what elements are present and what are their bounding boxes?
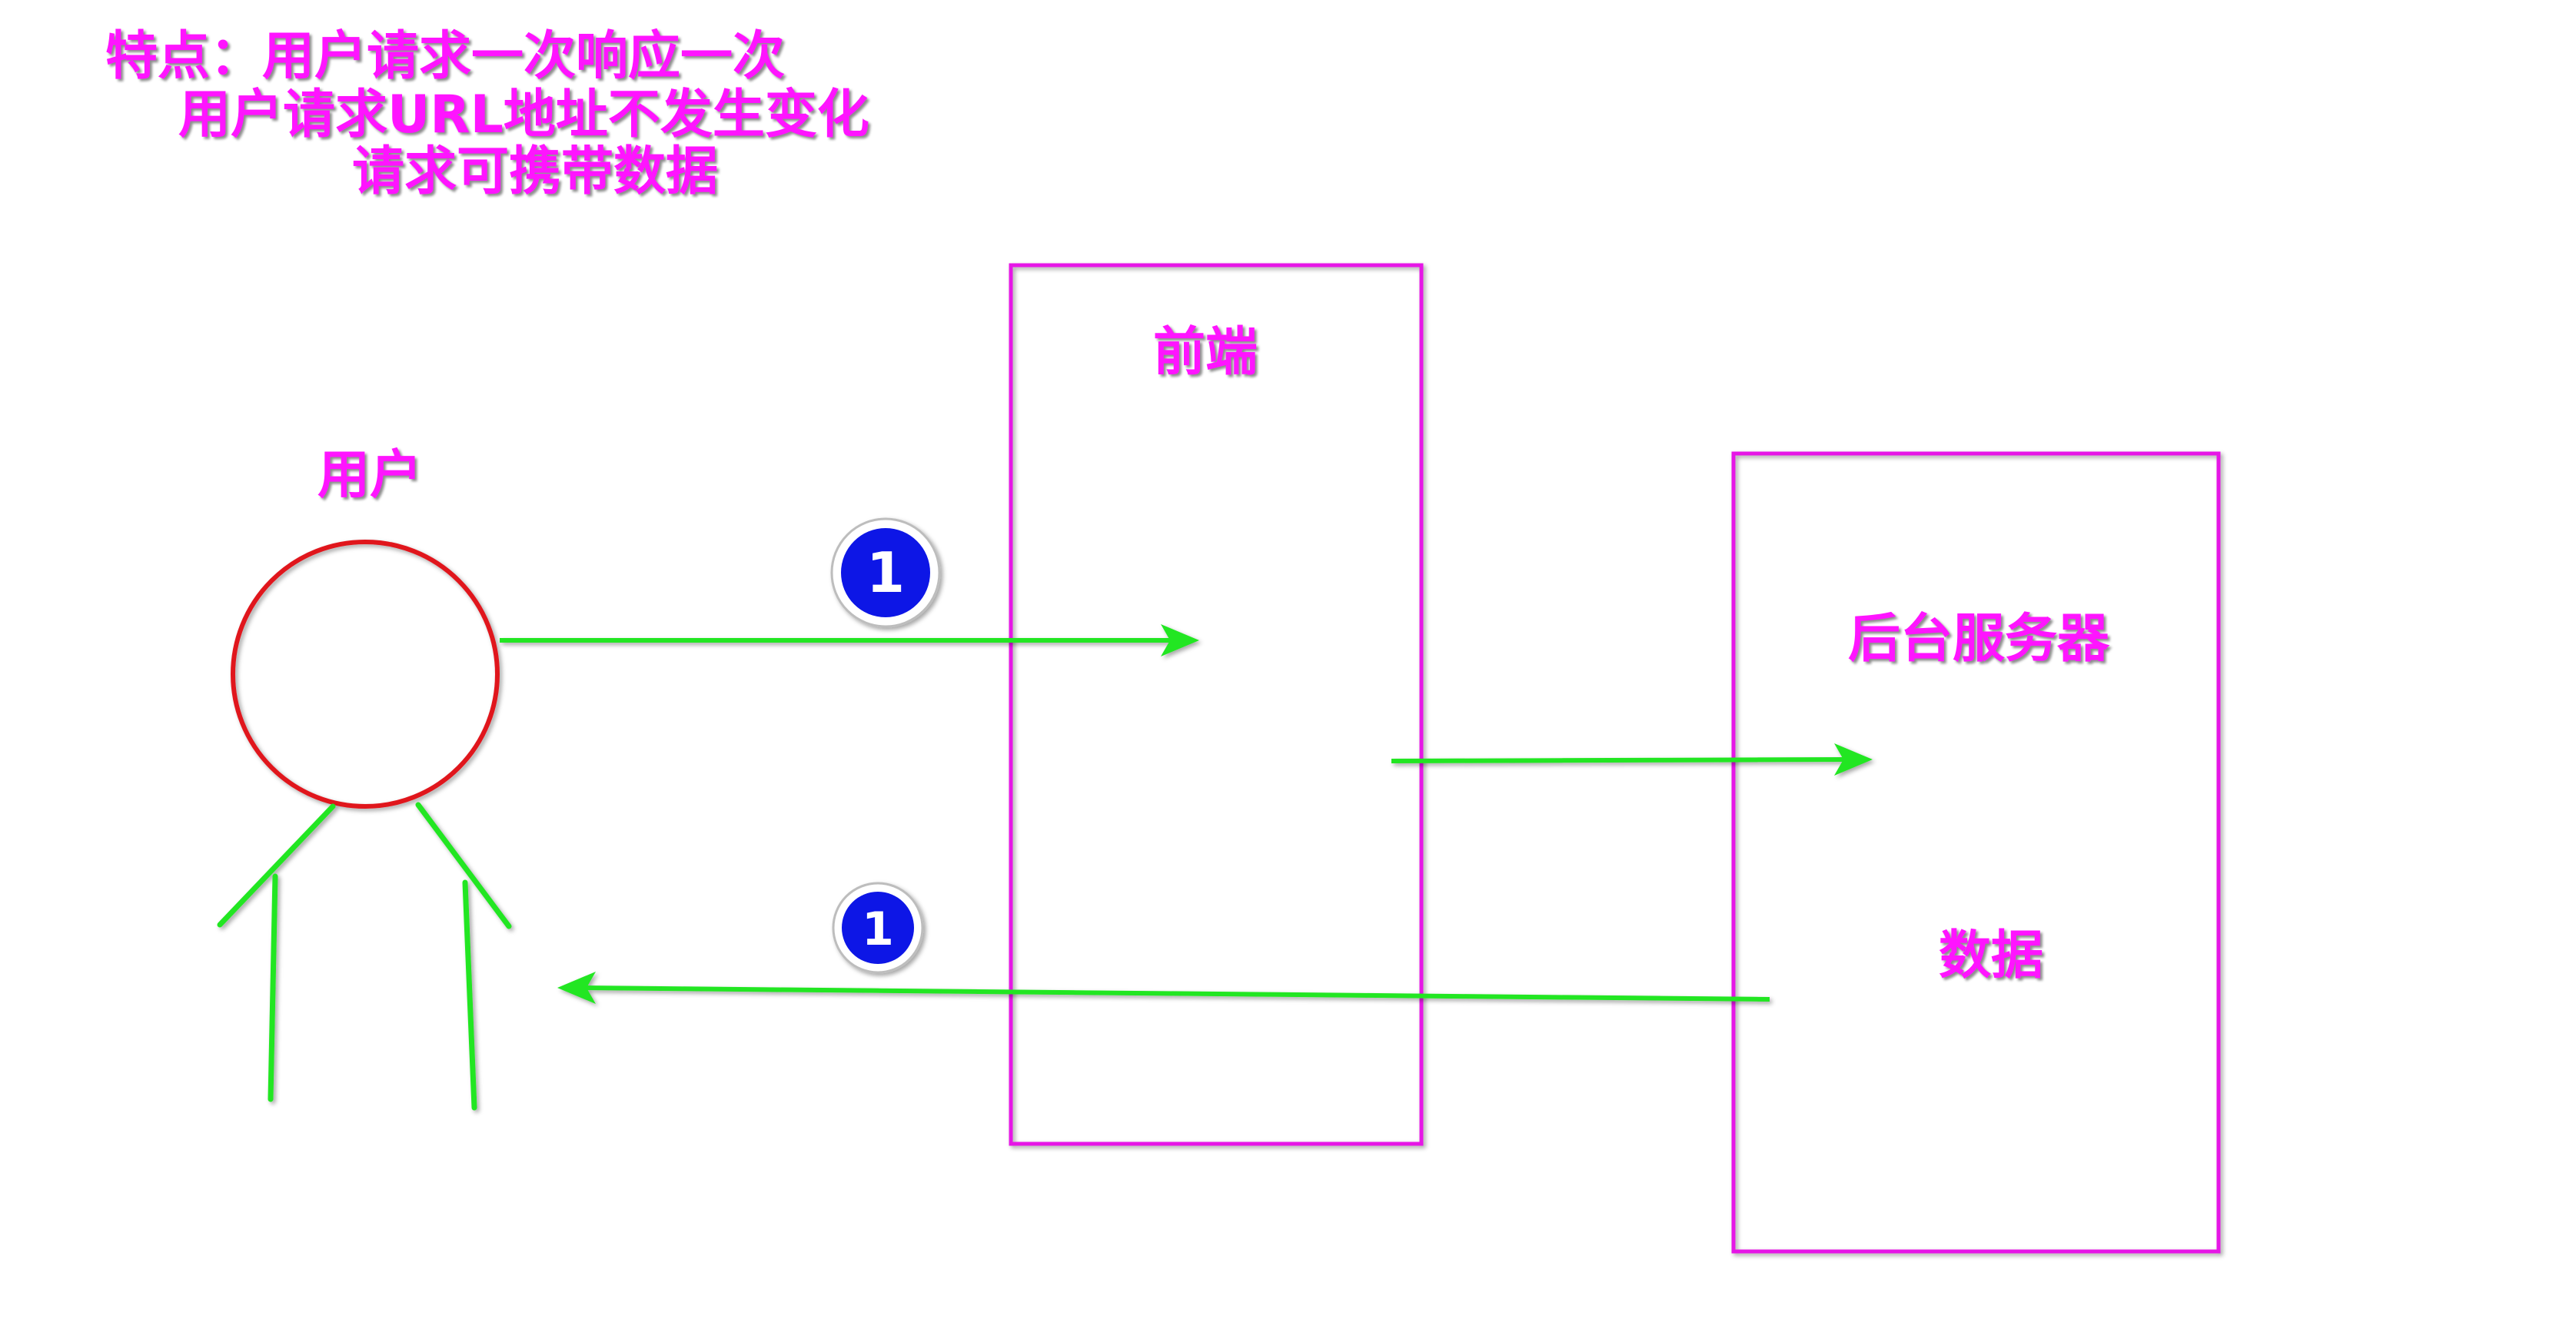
request-step-number: 1	[866, 540, 905, 605]
data-label: 数据	[1939, 926, 2044, 986]
request-arrow	[500, 624, 1199, 656]
user-right-arm	[415, 802, 512, 929]
backend-label: 后台服务器	[1848, 609, 2110, 670]
user-left-arm	[217, 803, 336, 928]
request-step-badge: 1	[830, 517, 941, 628]
forward-arrow	[1391, 743, 1873, 776]
response-step-number: 1	[862, 902, 894, 956]
feature-note-line-3: 请求可携带数据	[352, 141, 719, 202]
backend-box	[1731, 451, 2221, 1254]
frontend-label: 前端	[1153, 322, 1258, 383]
user-body	[217, 802, 512, 1111]
user-head	[231, 540, 500, 809]
frontend-box	[1009, 263, 1424, 1146]
user-left-leg	[268, 873, 278, 1102]
feature-note-line-2: 用户请求URL地址不发生变化	[178, 85, 869, 145]
feature-note-line-1: 特点：用户请求一次响应一次	[105, 26, 786, 87]
response-arrow	[557, 972, 1770, 1004]
user-right-leg	[462, 879, 477, 1111]
response-step-badge: 1	[832, 882, 924, 974]
user-label: 用户	[317, 445, 423, 506]
